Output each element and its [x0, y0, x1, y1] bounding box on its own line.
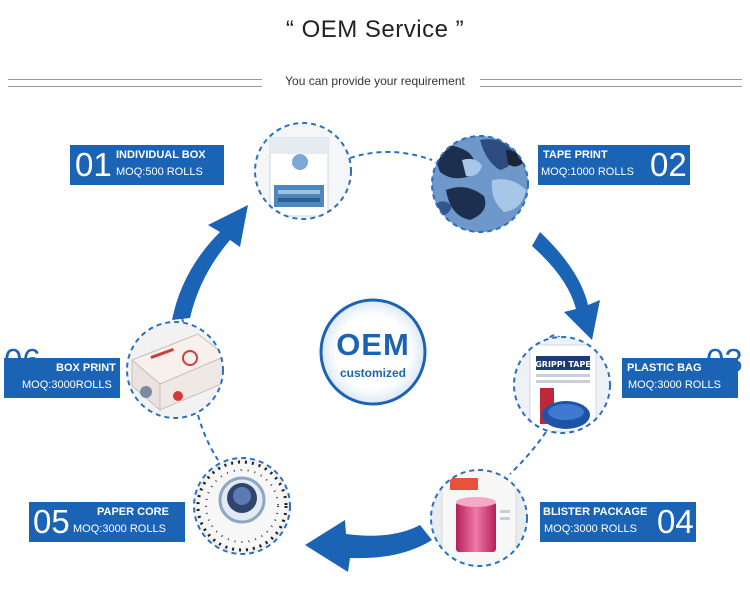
item-number: 01 — [75, 146, 112, 183]
arrow-6-1 — [172, 205, 248, 320]
oem-center-subtitle: customized — [339, 366, 406, 380]
bag-label-text: GRIPPI TAPE — [535, 360, 591, 369]
item-moq: MOQ:500 ROLLS — [116, 166, 203, 178]
item-moq: MOQ:3000 ROLLS — [73, 523, 166, 535]
divider-left — [8, 79, 262, 87]
page-subtitle: You can provide your requirement — [285, 74, 465, 88]
page-title: “ OEM Service ” — [285, 16, 465, 43]
blister-package-image — [430, 469, 528, 567]
oem-center-title: OEM — [336, 327, 410, 362]
plastic-bag-image: GRIPPI TAPE — [513, 336, 611, 434]
item-label-box-print: BOX PRINT MOQ:3000ROLLS — [4, 358, 120, 398]
item-label-plastic-bag: PLASTIC BAG MOQ:3000 ROLLS — [622, 358, 738, 398]
individual-box-image — [254, 122, 352, 220]
item-number: 05 — [33, 503, 70, 540]
paper-core-image — [193, 457, 291, 555]
item-moq: MOQ:1000 ROLLS — [541, 166, 634, 178]
item-number-03: 03 — [706, 342, 743, 379]
item-label-tape-print: TAPE PRINT MOQ:1000 ROLLS 02 — [538, 145, 690, 185]
item-label-individual-box: 01 INDIVIDUAL BOX MOQ:500 ROLLS — [70, 145, 224, 185]
item-name: PLASTIC BAG — [627, 362, 702, 374]
item-label-blister-package: BLISTER PACKAGE MOQ:3000 ROLLS 04 — [540, 502, 696, 542]
item-moq: MOQ:3000 ROLLS — [628, 379, 721, 391]
item-name: BOX PRINT — [56, 362, 116, 374]
divider-right — [480, 79, 742, 87]
arrow-4-5 — [305, 520, 432, 572]
item-name: BLISTER PACKAGE — [543, 506, 648, 518]
item-name: INDIVIDUAL BOX — [116, 149, 206, 161]
item-number: 02 — [650, 146, 687, 183]
arrow-1-2 — [532, 232, 600, 340]
item-moq: MOQ:3000 ROLLS — [544, 523, 637, 535]
tape-print-image — [431, 135, 529, 233]
item-label-paper-core: 05 PAPER CORE MOQ:3000 ROLLS — [29, 502, 185, 542]
item-number: 04 — [657, 503, 694, 540]
oem-center-circle — [319, 298, 427, 406]
item-name: PAPER CORE — [97, 506, 169, 518]
item-name: TAPE PRINT — [543, 149, 608, 161]
item-moq: MOQ:3000ROLLS — [22, 379, 112, 391]
box-print-image — [126, 321, 224, 419]
